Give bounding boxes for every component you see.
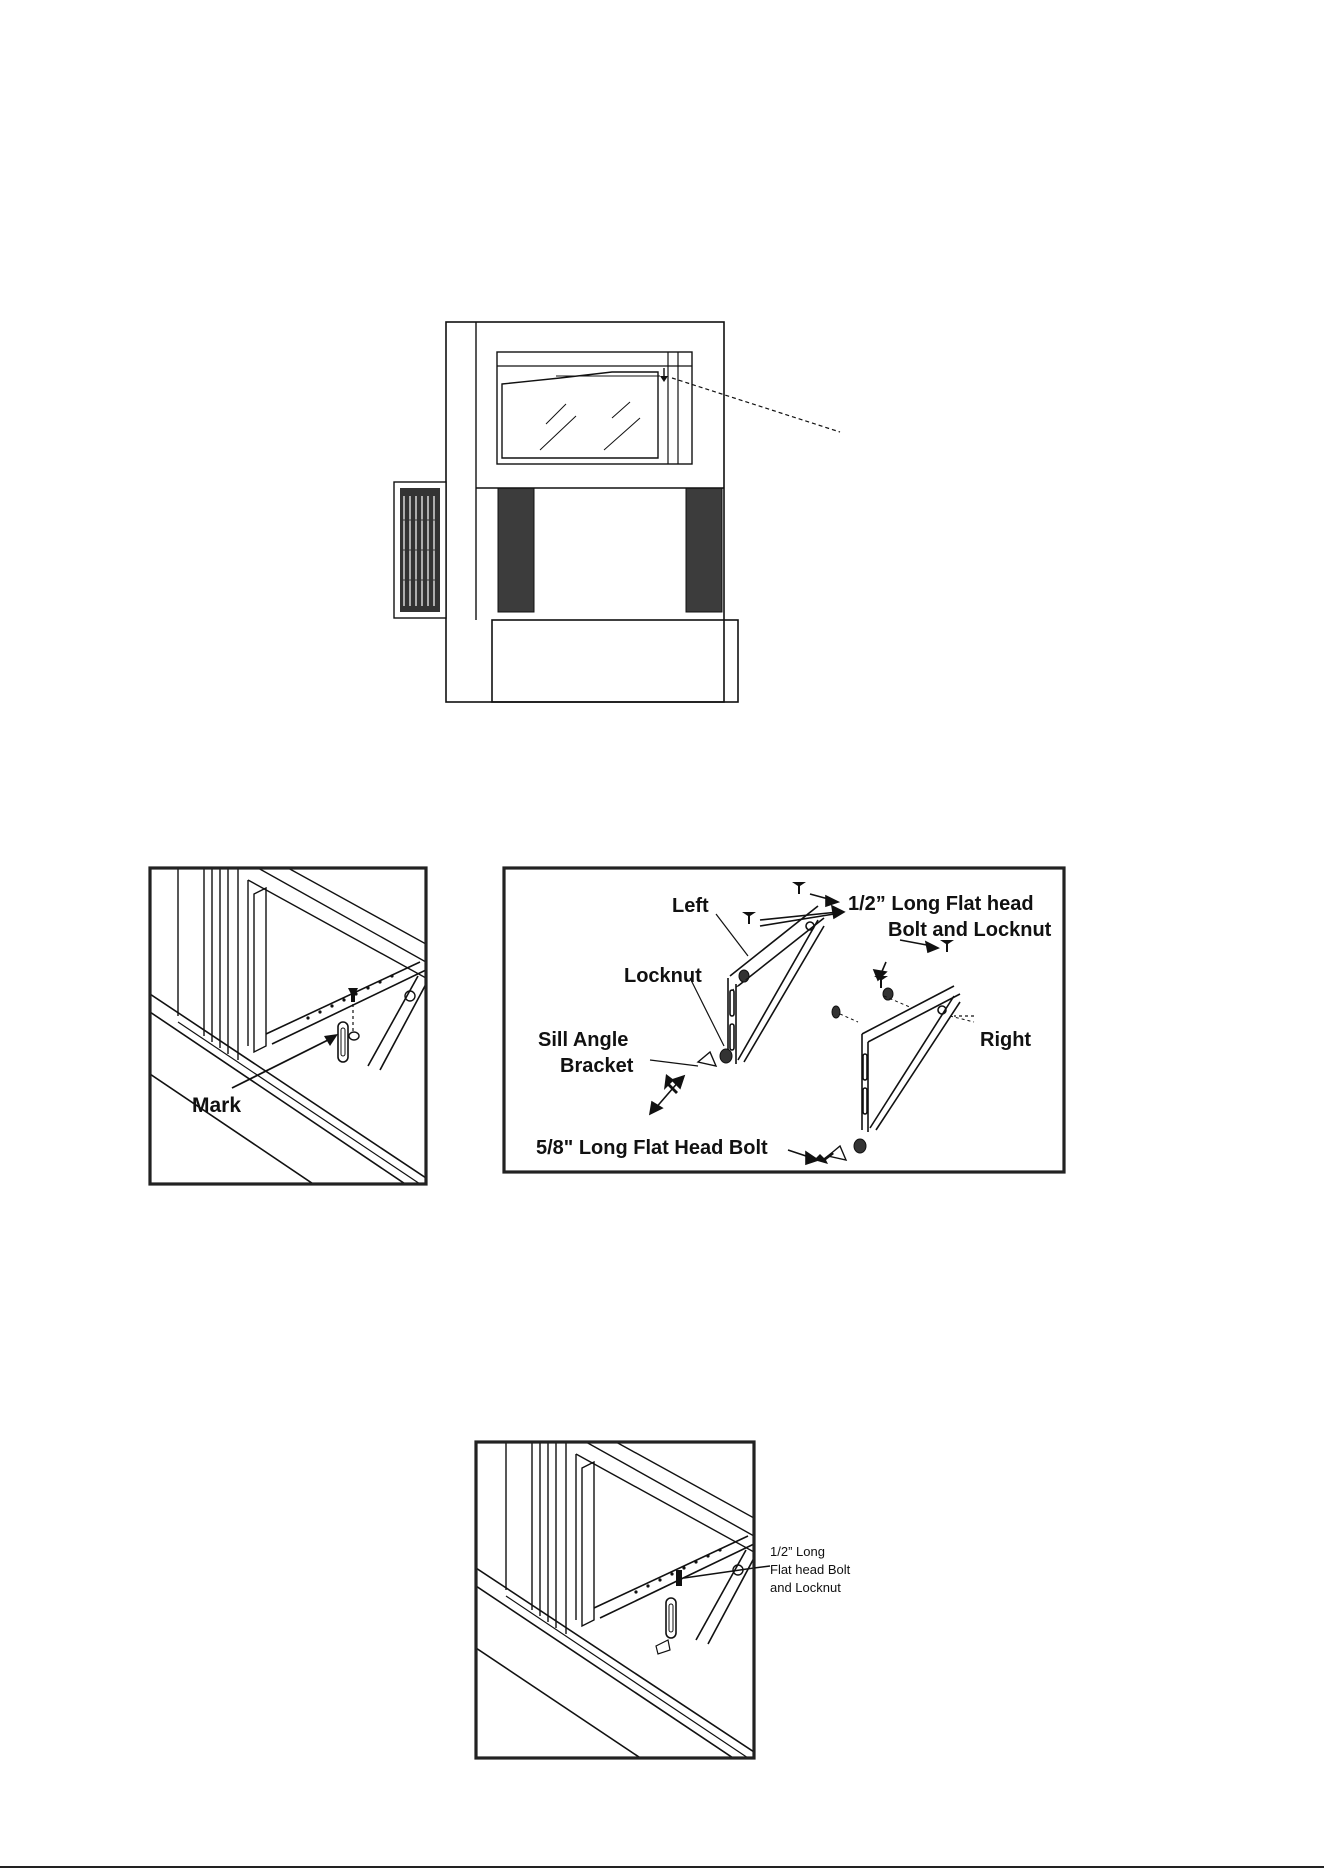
- upper-sash: [497, 352, 692, 464]
- leader-dashed: [672, 378, 840, 432]
- label-half-inch-bolt-line2: Bolt and Locknut: [888, 919, 1052, 941]
- label-sill-angle-line2: Bracket: [560, 1055, 634, 1077]
- label-bolt-line3: and Locknut: [770, 1580, 841, 1595]
- label-right: Right: [980, 1029, 1031, 1051]
- label-bolt-line2: Flat head Bolt: [770, 1562, 851, 1577]
- glass-pane: [502, 372, 658, 458]
- mark-leader: [232, 1038, 332, 1088]
- label-five-eighths-bolt: 5/8" Long Flat Head Bolt: [536, 1137, 768, 1159]
- label-locknut: Locknut: [624, 965, 702, 987]
- page-bottom-rule: [0, 1866, 1324, 1868]
- label-mark: Mark: [192, 1094, 241, 1117]
- right-filler-block: [686, 488, 722, 612]
- window-elevation-diagram: [0, 0, 1324, 720]
- installed-bracket-callout: 1/2” Long Flat head Bolt and Locknut: [754, 1540, 884, 1620]
- right-bracket: [862, 986, 960, 1132]
- label-bolt-line1: 1/2” Long: [770, 1544, 825, 1559]
- brackets-exploded-figure: Left 1/2” Long Flat head Bolt and Locknu…: [502, 866, 1066, 1174]
- window-sill: [492, 620, 738, 702]
- installed-bracket-figure: [474, 1440, 756, 1760]
- left-filler-block: [498, 488, 534, 612]
- left-bracket: [728, 906, 824, 1064]
- label-sill-angle-line1: Sill Angle: [538, 1029, 628, 1051]
- window-frame: [446, 322, 724, 702]
- label-half-inch-bolt-line1: 1/2” Long Flat head: [848, 893, 1034, 915]
- label-left: Left: [672, 895, 709, 917]
- mark-detail-figure: Mark: [148, 866, 428, 1186]
